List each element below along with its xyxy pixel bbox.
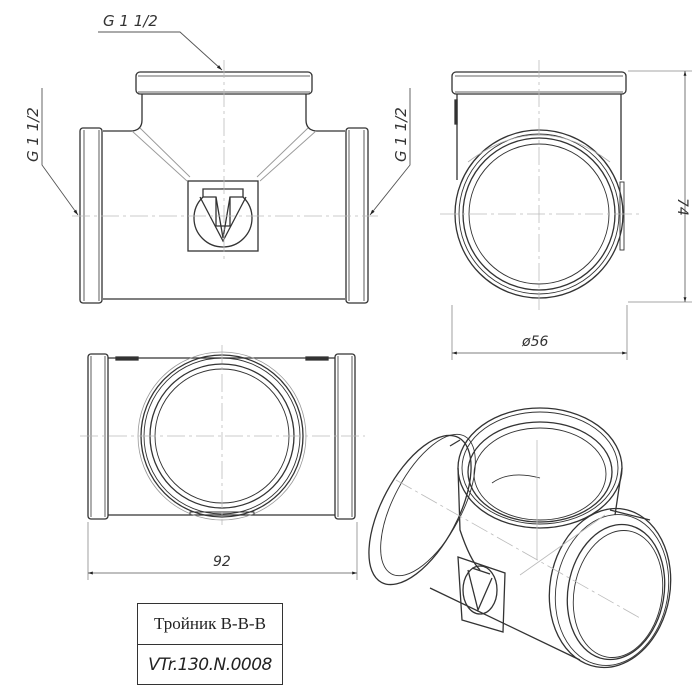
side-dimensions — [451, 70, 692, 360]
thread-label-right: G 1 1/2 — [392, 107, 410, 162]
title-block: Тройник В-В-В VTr.130.N.0008 — [137, 603, 283, 685]
diameter-dimension: ø56 — [521, 334, 548, 350]
thread-leaders — [41, 31, 411, 216]
thread-label-left: G 1 1/2 — [24, 107, 42, 162]
length-dimension-lines — [87, 522, 358, 580]
length-dimension: 92 — [213, 554, 231, 570]
thread-label-top: G 1 1/2 — [103, 12, 158, 30]
iso-view — [368, 407, 672, 669]
front-view — [72, 60, 378, 304]
iso-triangle-t-logo — [457, 556, 506, 633]
height-dimension: 74 — [674, 198, 690, 216]
part-code: VTr.130.N.0008 — [148, 655, 272, 675]
part-name: Тройник В-В-В — [138, 604, 282, 645]
side-view — [440, 60, 640, 310]
top-view — [80, 345, 365, 525]
